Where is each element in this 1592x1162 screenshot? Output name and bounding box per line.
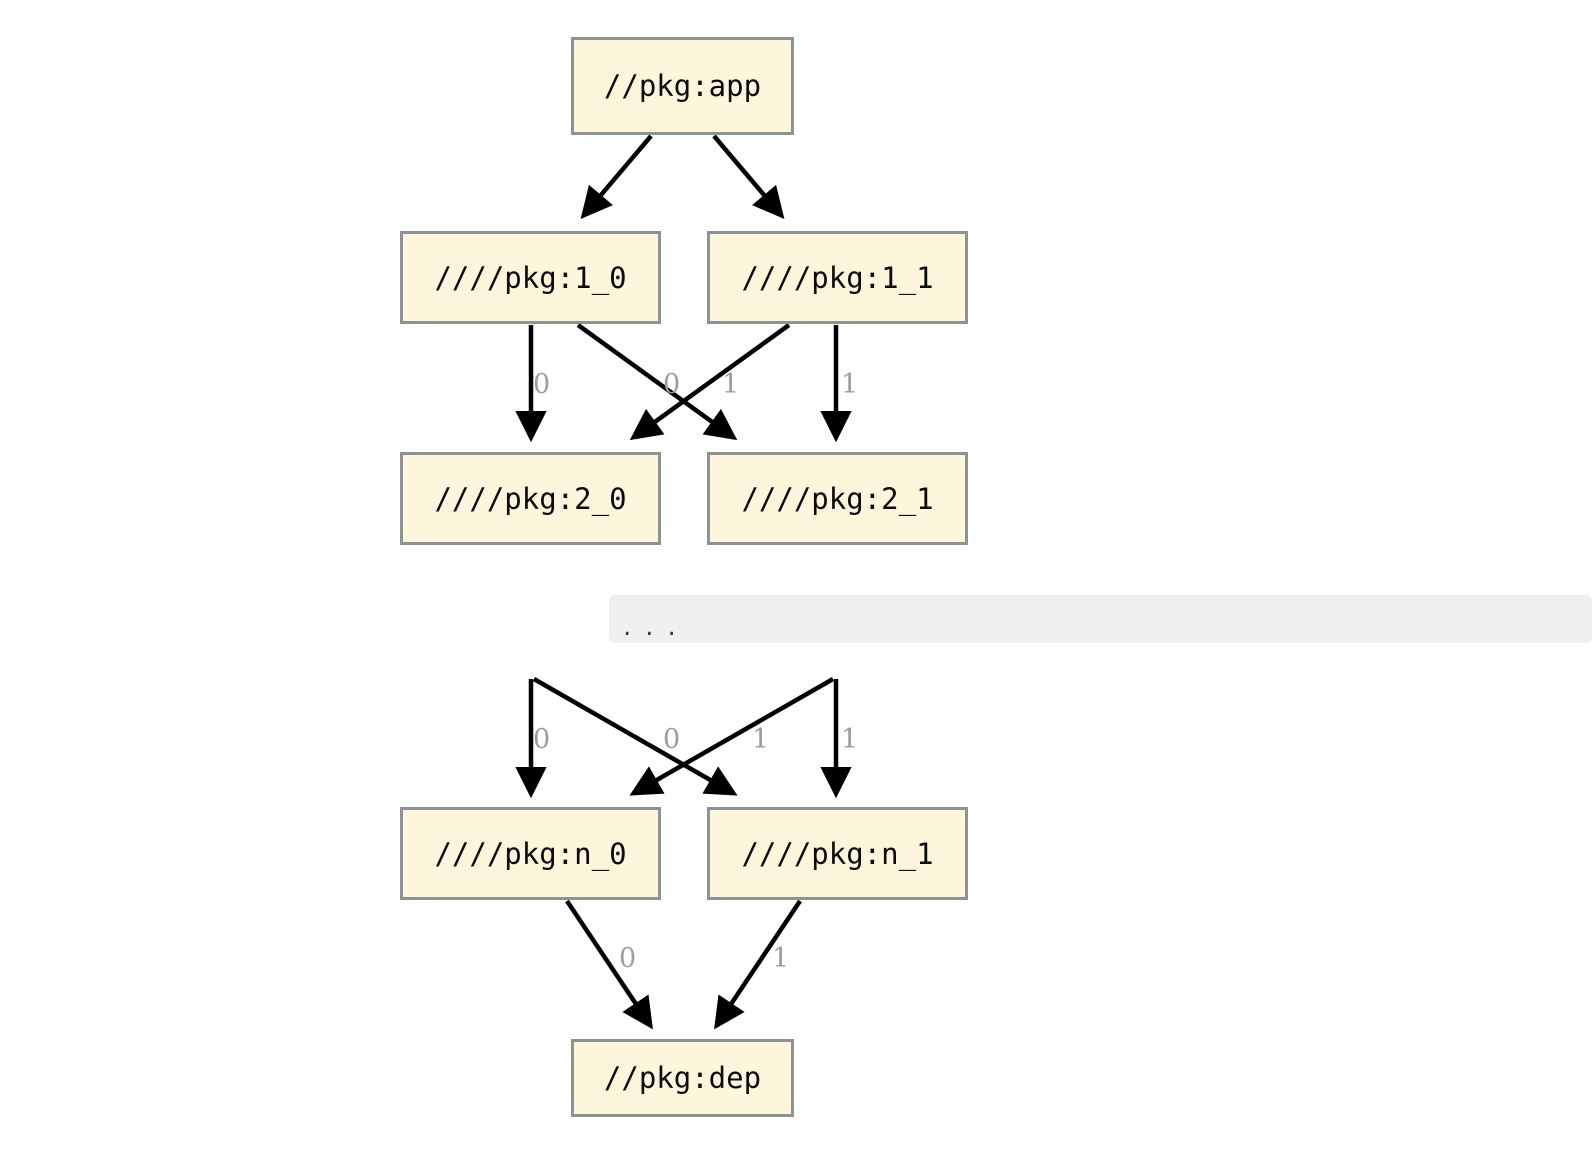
node-label: //pkg:dep [603,1061,762,1095]
node-pkg-2-0[interactable]: ////pkg:2_0 [400,452,661,545]
edge-label-1_0-2_1: 0 [663,369,681,400]
node-pkg-2-1[interactable]: ////pkg:2_1 [707,452,968,545]
node-label: //pkg:app [603,69,762,103]
edge-label-1_1-2_0: 1 [722,369,740,400]
node-label: ////pkg:2_1 [741,481,934,516]
edge-app-to-1_0 [580,134,653,220]
edge-label-hidden0-n_1: 0 [663,724,681,755]
edge-label-1_1-2_1: 1 [841,369,859,400]
edge-label-1_0-2_0: 0 [533,369,551,400]
node-pkg-dep[interactable]: //pkg:dep [571,1039,794,1117]
node-label: ////pkg:1_1 [741,260,934,295]
node-pkg-n-1[interactable]: ////pkg:n_1 [707,807,968,900]
edge-1_1-to-2_0 [629,323,791,441]
edge-hidden0-to-n_1 [532,677,738,796]
edge-label-hidden1-n_0: 1 [752,724,770,755]
node-pkg-1-1[interactable]: ////pkg:1_1 [707,231,968,324]
node-label: ////pkg:2_0 [434,481,627,516]
node-pkg-1-0[interactable]: ////pkg:1_0 [400,231,661,324]
ellipsis-separator-band: ... [609,595,1592,643]
edge-label-n_1-dep: 1 [772,943,790,974]
edge-app-to-1_1 [712,134,785,220]
edge-label-n_0-dep: 0 [619,943,637,974]
ellipsis-dots: ... [623,612,690,642]
edge-label-hidden1-n_1: 1 [841,724,859,755]
node-label: ////pkg:n_1 [741,836,934,871]
edge-1_0-to-2_1 [576,323,738,441]
node-label: ////pkg:1_0 [434,260,627,295]
edge-label-hidden0-n_0: 0 [533,724,551,755]
node-pkg-n-0[interactable]: ////pkg:n_0 [400,807,661,900]
node-label: ////pkg:n_0 [434,836,627,871]
edge-n_0-to-dep [565,899,653,1030]
node-pkg-app[interactable]: //pkg:app [571,37,794,135]
